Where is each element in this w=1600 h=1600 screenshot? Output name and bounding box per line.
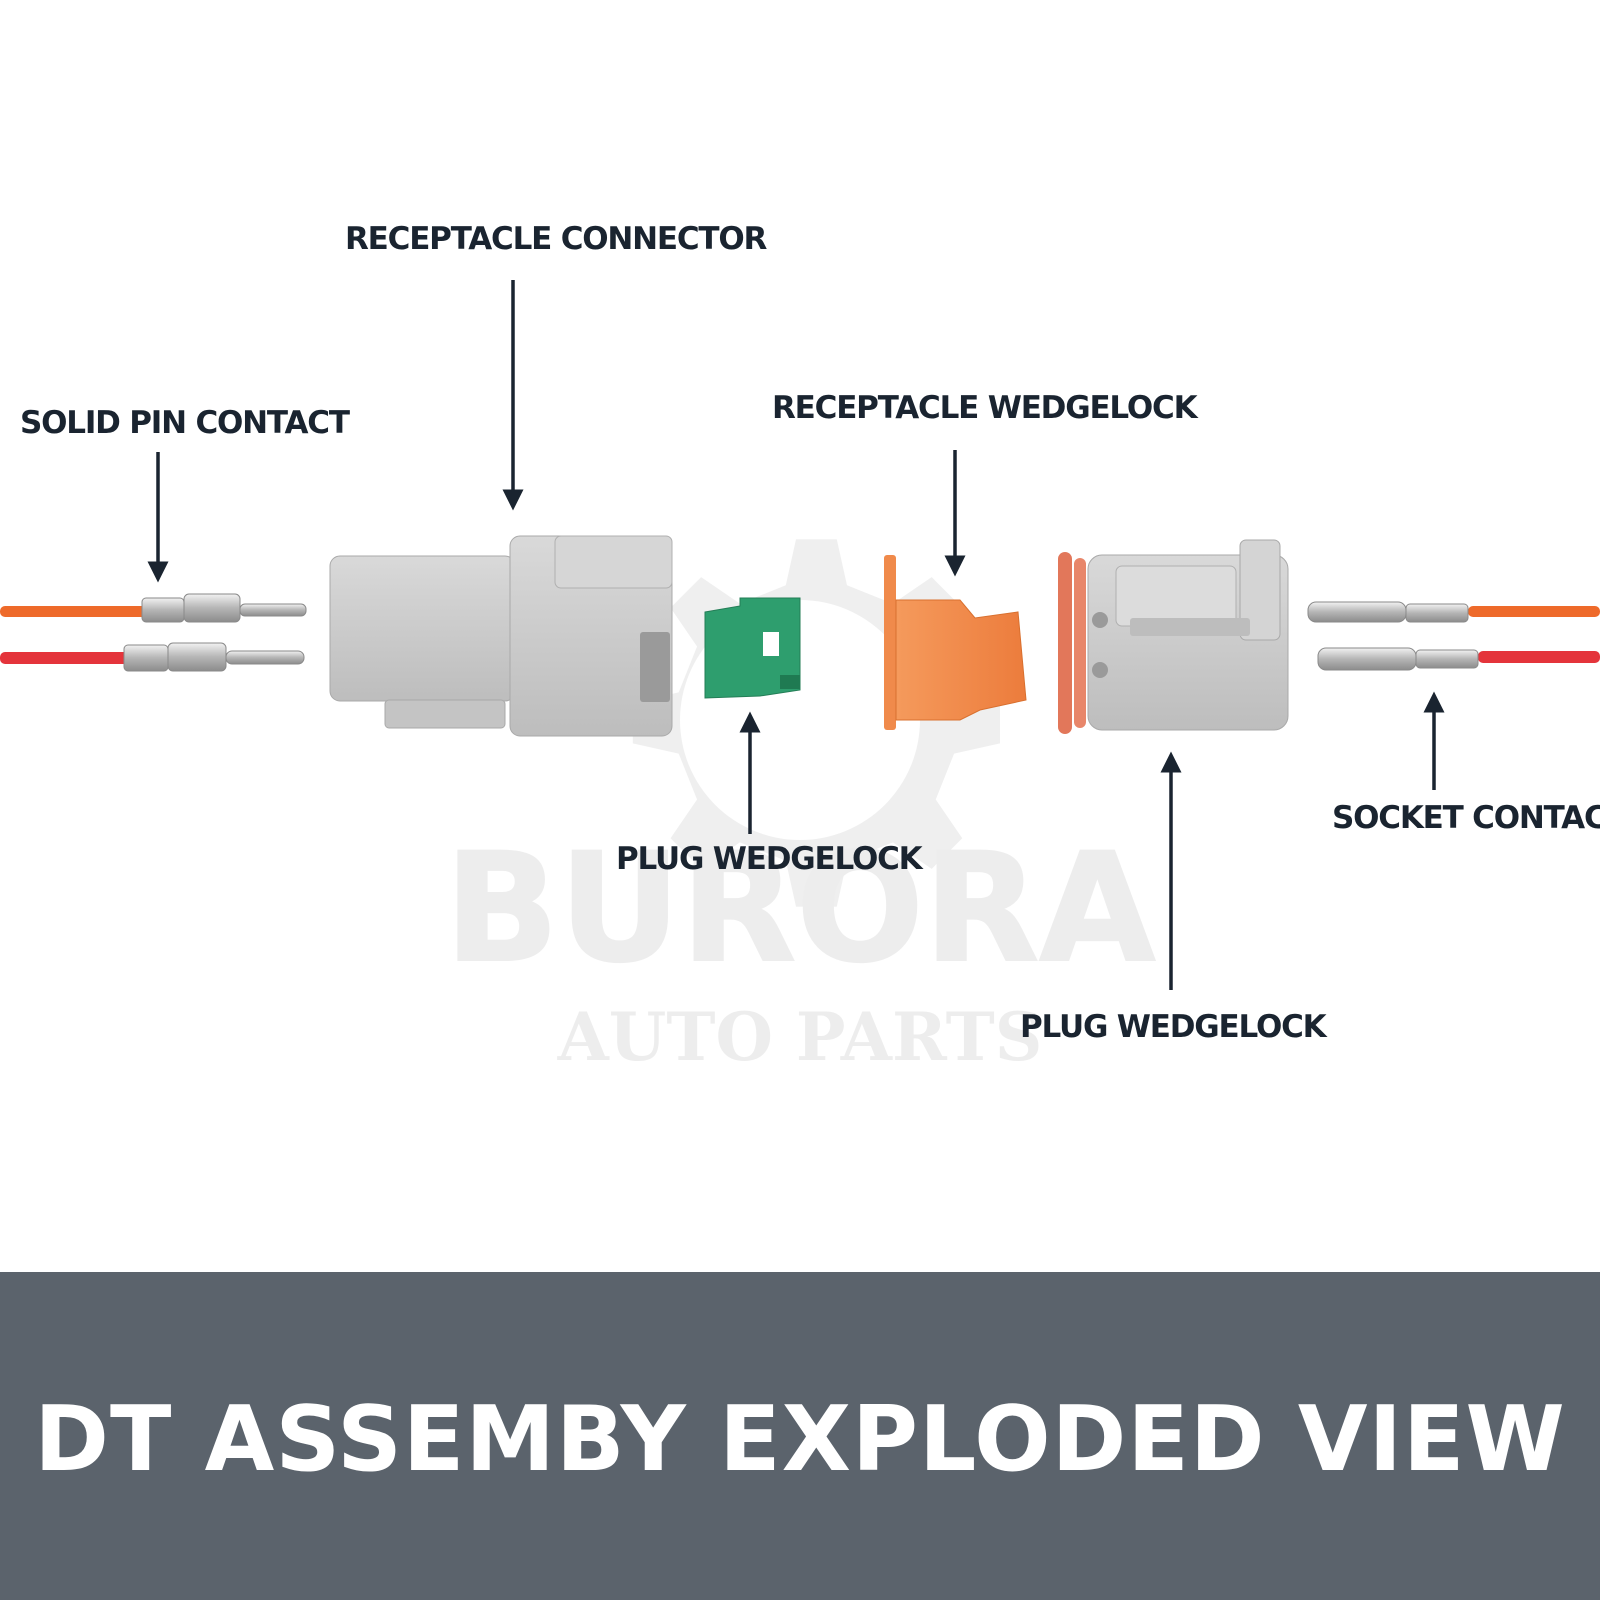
label-receptacle-wedgelock: RECEPTACLE WEDGELOCK	[772, 390, 1198, 426]
label-receptacle-connector: RECEPTACLE CONNECTOR	[345, 221, 767, 257]
wire-orange-right	[1468, 606, 1600, 617]
label-socket-contact: SOCKET CONTACT	[1332, 800, 1600, 836]
wire-red-left	[0, 652, 130, 664]
socket-contact-bottom	[1317, 647, 1479, 671]
label-plug-wedgelock-right: PLUG WEDGELOCK	[1020, 1009, 1327, 1045]
title-banner	[0, 1272, 1600, 1600]
receptacle-connector-housing	[329, 535, 673, 737]
watermark-subtext: AUTO PARTS	[557, 998, 1043, 1076]
socket-contact-top	[1307, 601, 1469, 623]
callout-arrows	[147, 280, 1445, 990]
plug-wedgelock-green	[704, 597, 801, 699]
solid-pin-contact-assembly	[0, 593, 307, 672]
label-solid-pin-contact: SOLID PIN CONTACT	[20, 405, 350, 441]
wire-red-right	[1478, 651, 1600, 663]
banner-title: DT ASSEMBY EXPLODED VIEW	[34, 1387, 1566, 1492]
wire-orange-left	[0, 606, 148, 617]
receptacle-wedgelock-orange	[884, 555, 1027, 730]
socket-contact-assembly	[1307, 601, 1600, 671]
exploded-view-illustration: BURORA AUTO PARTS	[0, 280, 1600, 1076]
solid-pin-contact-top	[141, 593, 307, 623]
watermark-text: BURORA	[445, 822, 1156, 996]
solid-pin-contact-bottom	[123, 642, 305, 672]
label-plug-wedgelock-left: PLUG WEDGELOCK	[616, 841, 923, 877]
plug-housing	[1058, 539, 1289, 734]
